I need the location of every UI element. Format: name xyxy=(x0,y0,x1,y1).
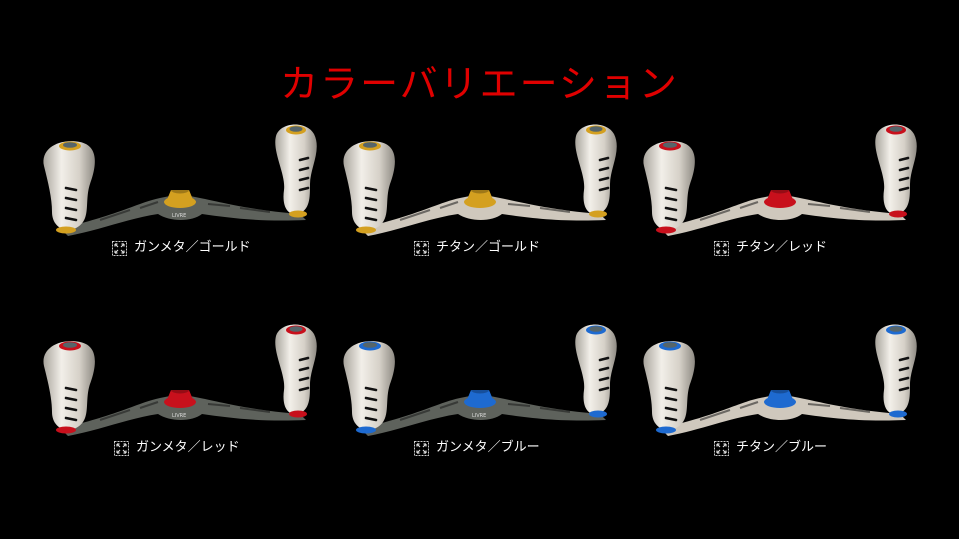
variant-card-2[interactable]: チタン／ゴールド xyxy=(330,118,630,268)
variant-caption: チタン／ブルー xyxy=(630,439,959,457)
reel-handle-image[interactable] xyxy=(630,318,930,443)
variant-caption: ガンメタ／ブルー xyxy=(330,439,714,457)
expand-icon[interactable] xyxy=(414,240,429,256)
svg-text:LIVRE: LIVRE xyxy=(172,213,186,219)
expand-icon[interactable] xyxy=(714,240,729,256)
variant-label: チタン／ゴールド xyxy=(436,240,541,255)
page-title: カラーバリエーション xyxy=(280,62,679,106)
expand-icon[interactable] xyxy=(414,440,429,456)
reel-handle-image[interactable]: LIVRE xyxy=(30,118,330,243)
variant-label: ガンメタ／ゴールド xyxy=(134,240,251,255)
variant-label: ガンメタ／レッド xyxy=(136,440,240,455)
expand-icon[interactable] xyxy=(714,440,729,456)
variant-caption: ガンメタ／ゴールド xyxy=(30,239,412,257)
variant-label: ガンメタ／ブルー xyxy=(436,440,540,455)
reel-handle-image[interactable] xyxy=(330,118,630,243)
expand-icon[interactable] xyxy=(112,240,127,256)
variant-caption: ガンメタ／レッド xyxy=(30,439,414,457)
variant-card-3[interactable]: チタン／レッド xyxy=(630,118,930,268)
reel-handle-image[interactable] xyxy=(630,118,930,243)
variant-card-1[interactable]: LIVRE ガンメ xyxy=(30,118,330,268)
expand-icon[interactable] xyxy=(114,440,129,456)
reel-handle-image[interactable]: LIVRE xyxy=(30,318,330,443)
svg-text:LIVRE: LIVRE xyxy=(472,413,486,419)
variant-card-6[interactable]: チタン／ブルー xyxy=(630,318,930,468)
svg-text:LIVRE: LIVRE xyxy=(172,413,186,419)
variant-card-5[interactable]: LIVRE ガンメ xyxy=(330,318,630,468)
variant-caption: チタン／レッド xyxy=(630,239,959,257)
variant-label: チタン／ブルー xyxy=(736,440,828,455)
variant-card-4[interactable]: LIVRE ガンメ xyxy=(30,318,330,468)
variant-caption: チタン／ゴールド xyxy=(330,239,714,257)
variant-label: チタン／レッド xyxy=(736,240,828,255)
reel-handle-image[interactable]: LIVRE xyxy=(330,318,630,443)
